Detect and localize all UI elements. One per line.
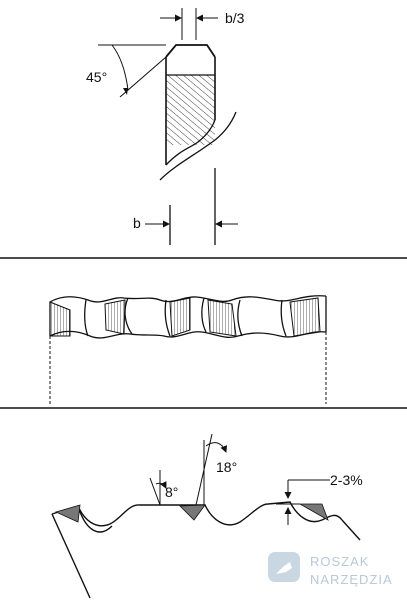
watermark-line1: ROSZAK [310, 554, 369, 569]
dimension-top-width [160, 8, 218, 40]
dimension-tooth-width [145, 168, 238, 245]
label-top-width: b/3 [225, 10, 245, 26]
tooth-faces [49, 297, 321, 337]
watermark-line2: NARZĘDZIA [310, 572, 393, 587]
label-bevel-angle: 45° [86, 69, 107, 85]
dimension-clearance-angle [195, 433, 228, 506]
tooth-tips [54, 503, 329, 523]
dimension-set-height [276, 479, 330, 525]
label-hook-angle: 8° [165, 484, 178, 500]
tooth-hatch [166, 75, 215, 145]
blade-side-profile [51, 501, 361, 599]
tooth-cross-section [159, 44, 237, 181]
dimension-bevel-angle [98, 44, 167, 98]
label-set-height: 2-3% [330, 472, 363, 488]
watermark: ROSZAK NARZĘDZIA [268, 552, 393, 587]
label-clearance-angle: 18° [216, 459, 237, 475]
dimension-hook-angle [149, 470, 167, 506]
label-tooth-width: b [133, 215, 141, 231]
